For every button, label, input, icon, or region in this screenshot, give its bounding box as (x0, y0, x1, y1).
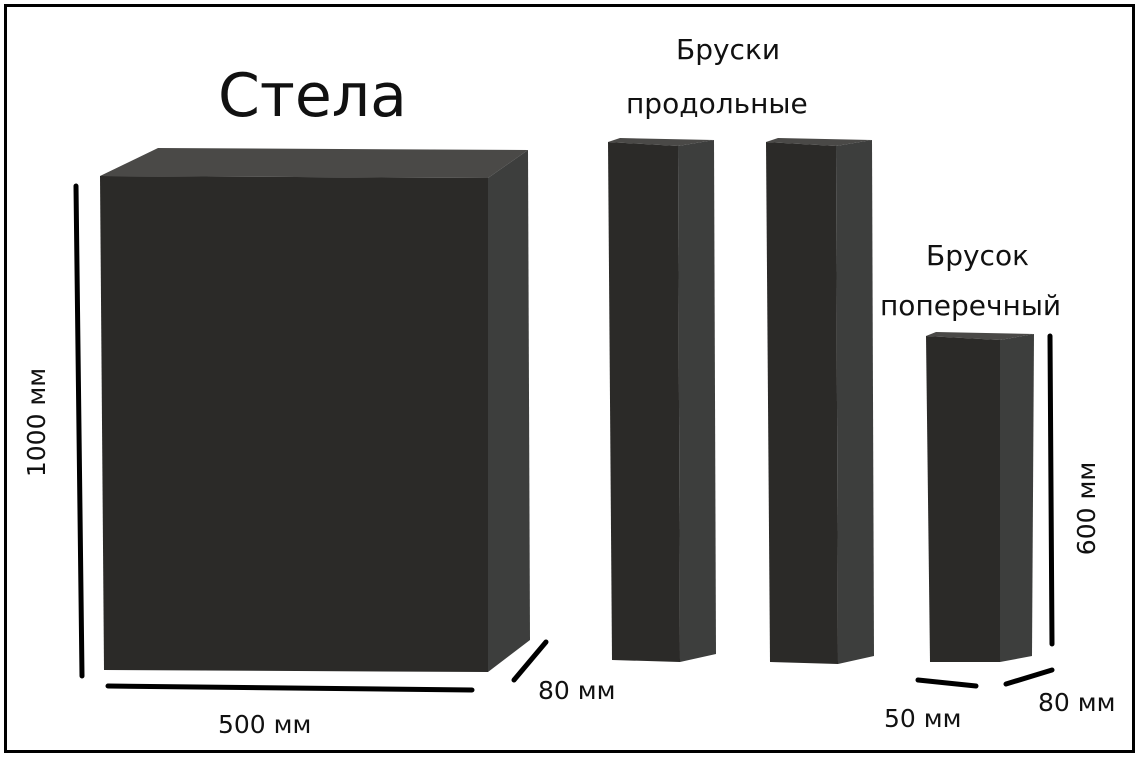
cross-bar (926, 332, 1034, 662)
long-bar-1-top (608, 138, 714, 146)
long-bar-1-front (608, 142, 680, 662)
long-bars-title-line1: Бруски (676, 33, 781, 66)
dimension-lines (73, 183, 1055, 693)
stela-depth-label: 80 мм (538, 676, 616, 705)
long-bar-1 (608, 138, 716, 662)
long-bar-1-side (678, 140, 716, 662)
stela-top-face (100, 148, 528, 178)
stela-side-face (488, 150, 530, 672)
cross-bar-top (926, 332, 1034, 340)
cross-bar-front (926, 336, 1000, 662)
cross-height-label: 600 мм (1072, 461, 1102, 556)
long-bar-2-side (836, 140, 874, 664)
stela-width-label: 500 мм (218, 710, 312, 739)
stela-block (100, 148, 530, 672)
long-bar-2-top (766, 138, 872, 146)
cross-bar-title-line1: Брусок (926, 239, 1029, 272)
cross-width-line (915, 677, 979, 689)
stela-front-face (100, 176, 488, 672)
cross-height-line (1047, 333, 1055, 647)
long-bars-title-line2: продольные (626, 87, 808, 120)
cross-bar-title-line2: поперечный (880, 289, 1062, 322)
stela-depth-line (511, 639, 549, 683)
cross-bar-side (1000, 334, 1034, 662)
long-bar-2 (766, 138, 874, 664)
stela-title: Стела (218, 61, 407, 131)
cross-width-label: 50 мм (884, 704, 962, 733)
cross-depth-line (1003, 667, 1055, 687)
stela-height-label: 1000 мм (22, 367, 52, 478)
stela-width-line (105, 683, 475, 693)
stela-height-line (73, 183, 85, 679)
cross-depth-label: 80 мм (1038, 688, 1116, 717)
long-bar-2-front (766, 142, 838, 664)
